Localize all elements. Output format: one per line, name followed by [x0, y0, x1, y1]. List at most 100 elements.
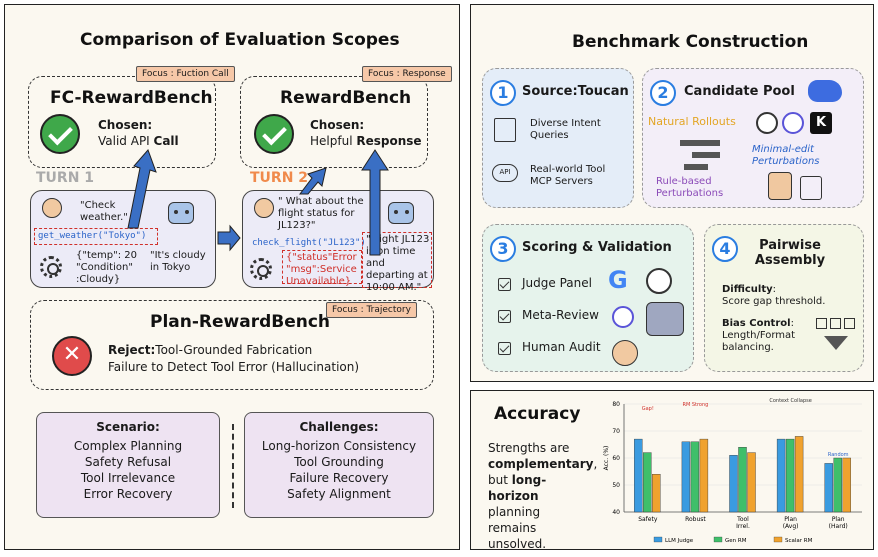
arrow-turn1-up [127, 149, 157, 229]
y-tick-label: 70 [612, 428, 620, 435]
c4-difficulty: Difficulty:Score gap threshold. [722, 284, 826, 307]
x-tick-label: Safety [638, 516, 658, 523]
fc-box [28, 76, 216, 168]
card-scoring [482, 224, 694, 372]
step-1-icon: 1 [490, 80, 516, 106]
fc-chosen-text: Valid API [98, 134, 154, 148]
acc-t5: planning remains unsolved. [488, 505, 547, 551]
turn2-call: check_flight("JL123") [252, 238, 366, 248]
plan-reject: Reject:Tool-Grounded Fabrication [108, 343, 312, 357]
y-tick-label: 50 [612, 482, 620, 489]
accuracy-title: Accuracy [494, 404, 581, 424]
y-tick-label: 60 [612, 455, 620, 462]
scenario-item: Safety Refusal [84, 455, 172, 469]
c3-item: Meta-Review [522, 308, 599, 322]
google-icon: G [608, 266, 628, 294]
bar [833, 457, 842, 513]
person-doc-icon [768, 172, 792, 200]
fc-focus-tag: Focus : Fuction Call [136, 66, 235, 82]
plan-line2: Failure to Detect Tool Error (Hallucinat… [108, 360, 360, 374]
turn1-call: get_weather("Tokyo") [38, 231, 147, 241]
bar [747, 452, 756, 513]
step-4-icon: 4 [712, 236, 738, 262]
bias-label: Bias Control [722, 318, 791, 329]
legend-swatch [773, 536, 783, 543]
bar [729, 455, 738, 513]
human-auditor-icon [612, 340, 638, 366]
fc-title: FC-RewardBench [50, 88, 213, 108]
checkbox-icon [498, 310, 511, 323]
x-tick-label: Robust [685, 516, 706, 523]
challenges-box [244, 412, 434, 518]
scenario-title: Scenario: [96, 420, 160, 434]
scenario-item: Complex Planning [73, 439, 183, 453]
challenge-item: Failure Recovery [289, 471, 389, 485]
fc-chosen-label: Chosen: [98, 118, 153, 132]
annotation: RM Strong [682, 402, 708, 408]
rb-box [240, 76, 428, 168]
c3-title: Scoring & Validation [522, 240, 672, 255]
legend-label: Gen RM [725, 538, 747, 544]
rb-title: RewardBench [280, 88, 412, 108]
scroll-icon [800, 176, 822, 200]
acc-t1: Strengths are [488, 441, 570, 455]
openai-icon [756, 112, 778, 134]
turn2-msg: "msg":Service Unavailable} [286, 264, 357, 287]
bar [643, 452, 652, 513]
legend-label: Scalar RM [785, 538, 813, 544]
turn2-label: TURN 2 [250, 170, 309, 186]
bar [652, 473, 661, 513]
challenges-list: Long-horizon Consistency Tool Grounding … [244, 438, 434, 502]
y-tick-label: 80 [612, 401, 620, 408]
turn2-error: Error [332, 252, 357, 263]
turn2-result: {"status"Error "msg":Service Unavailable… [286, 252, 362, 288]
robot-icon-2 [388, 202, 414, 224]
plan-focus-tag: Focus : Trajectory [326, 302, 417, 318]
challenge-item: Long-horizon Consistency [261, 439, 417, 453]
turn2-status: {"status" [286, 252, 333, 263]
openai-icon [646, 268, 672, 294]
fc-chosen: Valid API Call [98, 134, 179, 148]
bar [785, 438, 795, 513]
checkbox-icon [498, 278, 511, 291]
left-title: Comparison of Evaluation Scopes [80, 30, 400, 50]
turn1-result: {"temp": 20 "Condition" :Cloudy} [76, 250, 137, 285]
flow-diagram-icon [680, 136, 720, 172]
challenge-item: Safety Alignment [287, 487, 391, 501]
checkbox-icon [498, 342, 511, 355]
bar [842, 457, 851, 513]
turn2-user: " What about the flight status for JL123… [278, 196, 364, 231]
bar [690, 441, 700, 513]
bar [738, 447, 747, 513]
annotation: Context Collapse [769, 398, 811, 404]
arrows [127, 149, 389, 256]
bias-text: Length/Format balancing. [722, 330, 796, 353]
c1-item2: Real-world Tool MCP Servers [530, 164, 606, 187]
acc-t2: complementary [488, 457, 594, 471]
legend-swatch [653, 536, 663, 543]
c2-natural: Natural Rollouts [648, 115, 736, 128]
c2-title: Candidate Pool [684, 84, 795, 99]
x-tick-label: Tool [736, 516, 749, 523]
difficulty-text: Score gap threshold. [722, 296, 826, 307]
c2-rule: Rule-based Perturbations [656, 176, 724, 199]
user-icon-2 [254, 198, 274, 218]
scenario-box [36, 412, 220, 518]
user-icon [42, 198, 62, 218]
c1-item1: Diverse Intent Queries [530, 118, 601, 141]
divider [232, 424, 234, 508]
c4-bias: Bias Control:Length/Format balancing. [722, 318, 796, 353]
reject-label: Reject: [108, 343, 156, 357]
legend-swatch [713, 536, 723, 543]
bar [824, 463, 833, 513]
whale-icon [808, 80, 842, 102]
y-tick-label: 40 [612, 509, 620, 516]
accuracy-text: Strengths are complementary, but long-ho… [488, 440, 597, 552]
filter-icon [816, 318, 856, 358]
turn2-reply-box [362, 232, 432, 288]
search-doc-icon [494, 118, 516, 142]
rb-chosen-bold: Response [356, 134, 422, 148]
y-axis-label: Acc. (%) [603, 446, 610, 471]
c2-minimal: Minimal-edit Perturbations [752, 144, 820, 167]
